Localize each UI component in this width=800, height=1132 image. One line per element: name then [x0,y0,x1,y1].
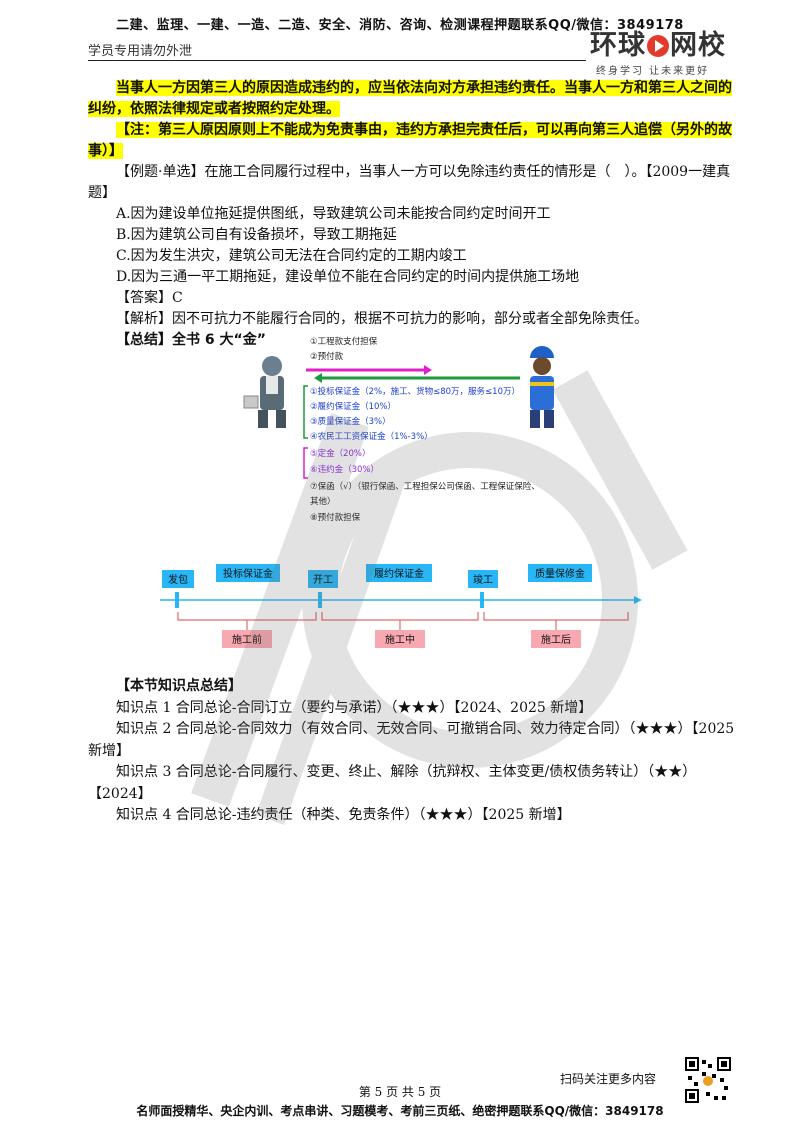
item-quality-deposit: ③质量保证金（3%） [310,416,391,427]
stage-label-complete: 竣工 [473,573,493,586]
item-guarantee-letter: ⑦保函（√）（银行保函、工程担保公司保函、工程保证保险、 [310,481,540,492]
owner-figure-icon [243,356,286,428]
qr-code-icon[interactable] [684,1056,732,1104]
deposit-label-quality: 质量保修金 [535,567,585,580]
scan-prompt: 扫码关注更多内容 [560,1072,657,1086]
answer: 【答案】C [116,290,183,306]
deposit-label-performance: 履约保证金 [374,567,424,580]
phase-box-during [375,630,425,648]
timeline-diagram: 发包 开工 竣工 投标保证金 履约保证金 质量保修金 施工前 施工中 施工后 [160,564,642,648]
stage-box-contract [162,570,194,588]
item-advance-payment: ②预付款 [310,351,344,362]
phase-label-before: 施工前 [232,633,262,646]
phase-box-after [531,630,581,648]
item-wage-deposit: ④农民工工资保证金（1%-3%） [310,431,433,442]
logo-slogan: 终身学习 让未来更好 [596,66,710,77]
option-a: A.因为建设单位拖延提供图纸，导致建筑公司未能按合同约定时间开工 [116,206,551,222]
option-c: C.因为发生洪灾，建筑公司无法在合同约定的工期内竣工 [116,248,467,264]
main-content: 当事人一方因第三人的原因造成违约的，应当依法向对方承担违约责任。当事人一方和第三… [88,78,736,351]
phase-label-after: 施工后 [541,633,571,646]
item-bid-deposit: ①投标保证金（2%，施工、货物≤80万，服务≤10万） [310,386,520,397]
stage-box-start [308,570,338,588]
highlight-text-2: 【注：第三人原因原则上不能成为免责事由，违约方承担完责任后，可以再向第三人追偿（… [88,122,732,159]
header-rule [88,60,586,61]
item-advance-guarantee: ⑧预付款担保 [310,512,361,523]
phase-box-before [222,630,272,648]
header-contact-line: 二建、监理、一建、一造、二造、安全、消防、咨询、检测课程押题联系QQ/微信：38… [116,18,684,33]
stage-label-contract: 发包 [168,573,188,586]
knowledge-point-4: 知识点 4 合同总论-违约责任（种类、免责条件）（★★★）【2025 新增】 [116,807,571,823]
knowledge-summary-title: 【本节知识点总结】 [116,678,242,694]
deposit-diagram: ①工程款支付担保 ②预付款 ①投标保证金（2%，施工、货物≤80万，服务≤10万… [243,336,554,523]
logo-text-2: 网校 [670,30,726,61]
knowledge-point-3: 知识点 3 合同总论-合同履行、变更、终止、解除（抗辩权、主体变更/债权债务转让… [88,764,697,802]
deposit-label-bid: 投标保证金 [223,567,273,580]
logo: 环球 网校 终身学习 让未来更好 [590,32,740,80]
option-d: D.因为三通一平工期拖延，建设单位不能在合同约定的时间内提供施工场地 [116,269,580,285]
knowledge-point-1: 知识点 1 合同总论-合同订立（要约与承诺）（★★★）【2024、2025 新增… [116,699,593,716]
deposit-box-bid [216,564,280,582]
header-note: 学员专用请勿外泄 [88,44,193,59]
deposit-box-performance [366,564,432,582]
footer-contact-line: 名师面授精华、央企内训、考点串讲、习题模考、考前三页纸、绝密押题联系QQ/微信：… [136,1104,664,1118]
analysis: 【解析】因不可抗力不能履行合同的，根据不可抗力的影响，部分或者全部免除责任。 [116,311,648,327]
phase-label-during: 施工中 [385,633,415,646]
page-number: 第 5 页 共 5 页 [358,1085,442,1099]
highlight-paragraph-1: 当事人一方因第三人的原因造成违约的，应当依法向对方承担违约责任。当事人一方和第三… [88,78,736,120]
knowledge-summary: 【本节知识点总结】 知识点 1 合同总论-合同订立（要约与承诺）（★★★）【20… [88,676,736,827]
logo-text-1: 环球 [590,30,646,61]
item-earnest-money: ⑤定金（20%） [310,448,371,459]
highlight-paragraph-2: 【注：第三人原因原则上不能成为免责事由，违约方承担完责任后，可以再向第三人追偿（… [88,120,736,162]
knowledge-point-2: 知识点 2 合同总论-合同效力（有效合同、无效合同、可撤销合同、效力待定合同）（… [88,721,735,759]
deposit-box-quality [528,564,592,582]
worker-figure-icon [530,346,554,428]
highlight-text-1: 当事人一方因第三人的原因造成违约的，应当依法向对方承担违约责任。当事人一方和第三… [88,80,732,117]
item-payment-guarantee: ①工程款支付担保 [310,336,378,347]
item-penalty: ⑥违约金（30%） [310,464,379,475]
option-b: B.因为建筑公司自有设备损坏，导致工期拖延 [116,227,397,243]
example-question: 【例题·单选】在施工合同履行过程中，当事人一方可以免除违约责任的情形是（ ）。【… [88,164,731,201]
summary-title: 【总结】全书 6 大“金” [116,332,266,348]
play-icon [647,35,669,57]
item-other: 其他） [310,496,336,507]
stage-box-complete [468,570,498,588]
stage-label-start: 开工 [313,575,333,586]
item-performance-deposit: ②履约保证金（10%） [310,401,396,412]
